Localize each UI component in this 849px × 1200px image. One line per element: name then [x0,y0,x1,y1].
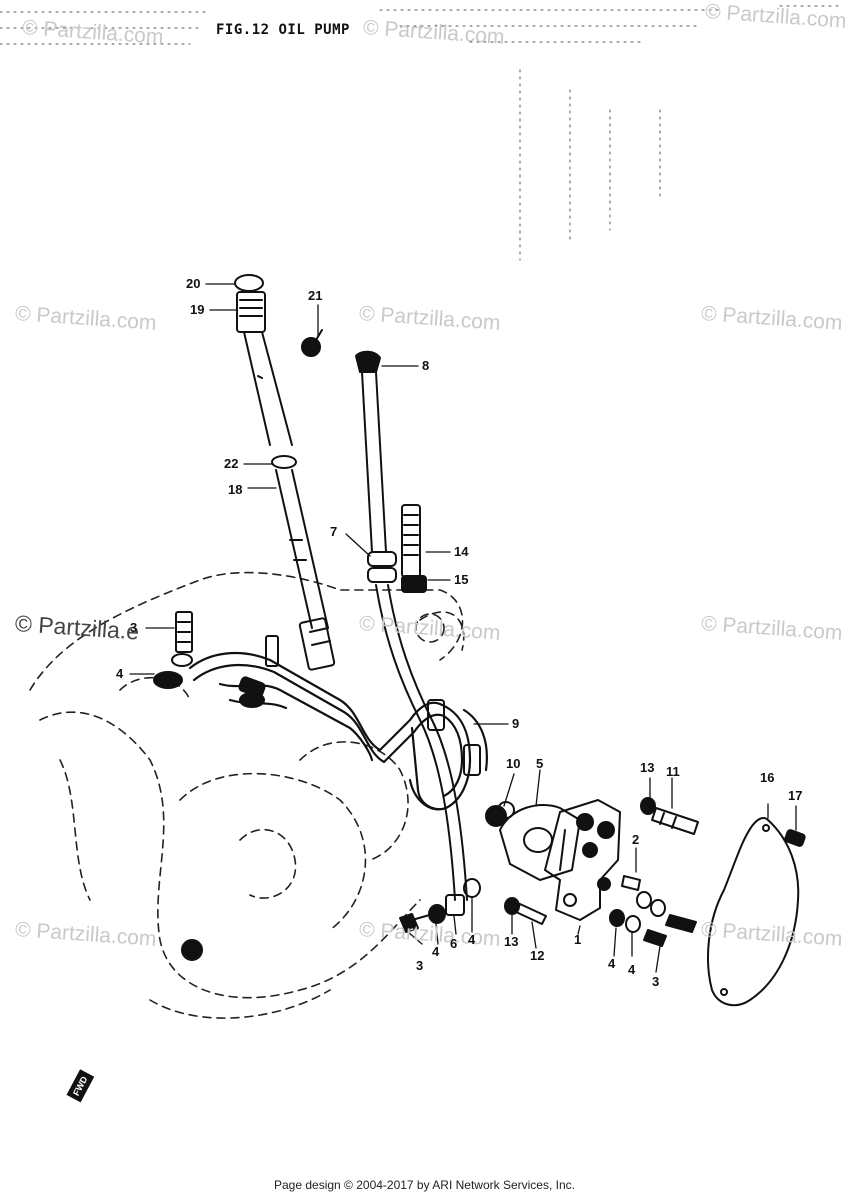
part-4-washers-lower-right [609,891,666,933]
part-4-gasket-left [153,653,193,689]
callout-19: 19 [190,302,205,317]
callout-3: 3 [130,620,138,635]
callout-18: 18 [228,482,243,497]
oil-feed-hose [361,371,468,901]
part-12-bolt [515,903,547,925]
part-14-bolt [401,504,421,578]
part-4-gasket-lower-right [463,878,481,898]
page-footer: Page design © 2004-2017 by ARI Network S… [273,1178,575,1192]
callout-9: 9 [512,716,520,731]
part-3-bolt-lower-right [643,914,697,947]
part-18-pump-control-cable [275,469,336,671]
callout-7: 7 [330,524,338,539]
callout-16: 16 [760,770,775,785]
callout-13: 13 [640,760,655,775]
callout-14: 14 [454,544,469,559]
callout-2: 2 [632,832,640,847]
part-11-bolt [651,807,699,835]
part-21-screw [301,329,323,357]
scan-noise-header [0,5,841,261]
callout-4: 4 [468,932,476,947]
part-13-washer-upper [640,797,656,815]
callout-20: 20 [186,276,201,291]
part-17-screw [784,829,806,847]
callout-5: 5 [536,756,544,771]
callout-3: 3 [652,974,660,989]
pipe-clamp [238,635,481,776]
part-7-hose-clamp [367,551,397,583]
callout-4: 4 [608,956,616,971]
callout-13: 13 [504,934,519,949]
part-6-union [445,894,465,916]
callout-3: 3 [416,958,424,973]
figure-title: FIG.12 OIL PUMP [216,22,350,38]
callout-12: 12 [530,948,545,963]
part-15-nut [401,575,427,593]
part-20-o-ring [234,274,264,292]
callout-21: 21 [308,288,323,303]
part-2-screw [621,875,641,891]
callout-4: 4 [628,962,636,977]
callout-leader-lines [129,283,797,973]
part-16-pump-cover [707,817,800,1007]
crankcase-drain-plug [181,939,203,961]
callout-4: 4 [432,944,440,959]
part-4-gasket-lower-left [428,904,446,924]
part-5-gasket [499,804,581,881]
part-1-oil-pump [544,799,621,921]
callout-6: 6 [450,936,458,951]
callout-22: 22 [224,456,239,471]
callout-10: 10 [506,756,521,771]
callout-4: 4 [116,666,124,681]
part-19-cable-upper-housing [236,291,293,446]
part-22-ring [271,455,297,469]
part-3-banjo-bolt-left [175,611,193,653]
callout-15: 15 [454,572,469,587]
part-10-bolt [485,801,515,827]
callout-1: 1 [574,932,582,947]
callout-17: 17 [788,788,803,803]
part-8-cap [355,350,381,373]
callout-11: 11 [666,764,680,779]
callout-8: 8 [422,358,430,373]
